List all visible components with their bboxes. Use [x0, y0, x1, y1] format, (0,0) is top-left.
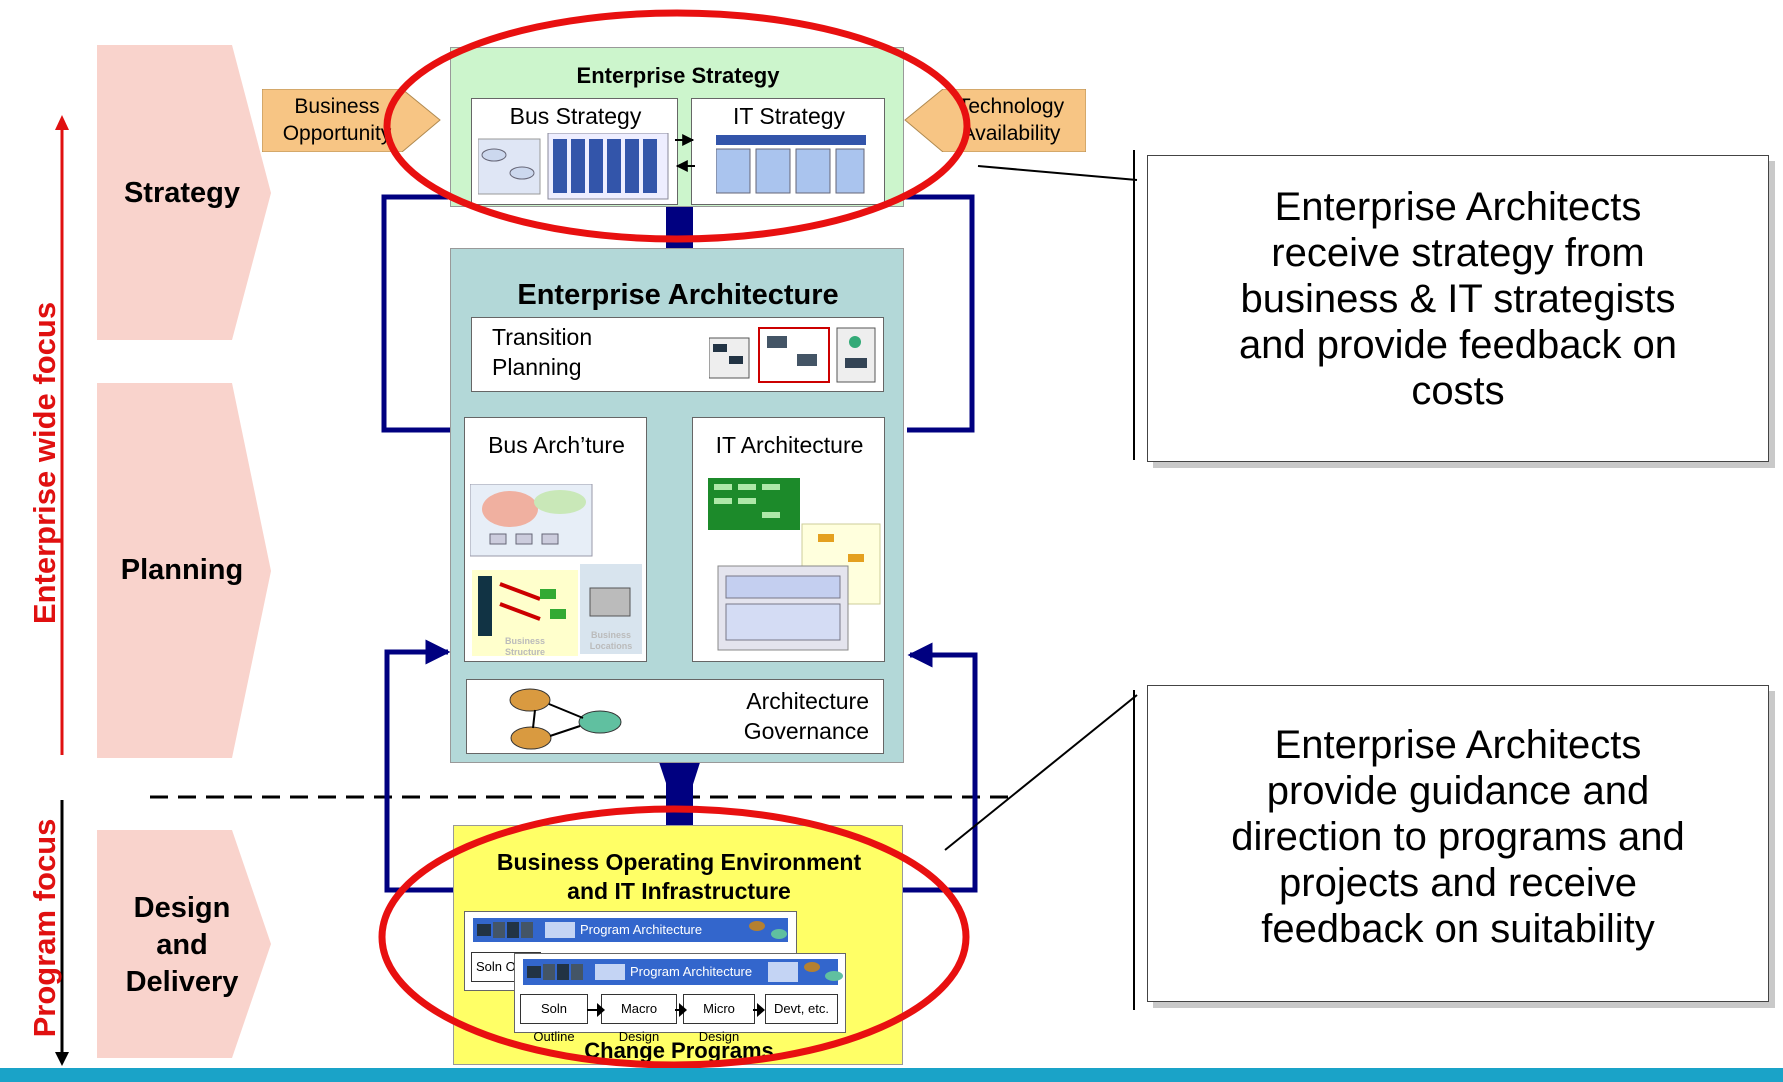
bottom-bar: [0, 1068, 1783, 1082]
phase-design-delivery-line-1: Design: [133, 892, 231, 924]
delivery-callout: Enterprise Architects provide guidance a…: [1147, 685, 1769, 1002]
business-opportunity-line-1: Business: [294, 95, 380, 118]
stage-soln-outline: Soln Outline: [520, 994, 588, 1044]
phase-planning-label: Planning: [120, 554, 244, 586]
bus-architecture-thumbnail: [470, 484, 642, 656]
it-strategy-label: IT Strategy: [732, 103, 846, 129]
operating-environment-title-line-2: and IT Infrastructure: [567, 878, 791, 904]
delivery-callout-line-2: provide guidance and: [1266, 769, 1650, 813]
delivery-callout-line-1: Enterprise Architects: [1274, 723, 1642, 767]
business-locations-line-1: Business: [590, 630, 632, 640]
program-architecture-label-back: Program Architecture: [580, 922, 703, 937]
phase-planning: Planning: [97, 383, 271, 758]
delivery-callout-line-4: projects and receive: [1279, 861, 1637, 905]
phase-strategy: Strategy: [97, 45, 271, 340]
enterprise-strategy-title: Enterprise Strategy: [576, 63, 780, 88]
governance-thumbnail: [509, 688, 622, 750]
technology-availability-line-2: Availability: [961, 122, 1061, 145]
technology-availability-line-1: Technology: [957, 95, 1065, 118]
transition-planning-panel: Transition Planning: [471, 317, 884, 392]
operating-environment-box: Business Operating Environment and IT In…: [453, 825, 903, 1065]
strategy-callout-line-3: business & IT strategists: [1240, 277, 1676, 321]
strategy-callout: Enterprise Architects receive strategy f…: [1147, 155, 1769, 462]
program-focus-label: Program focus: [27, 818, 62, 1038]
enterprise-architecture-box: Enterprise Architecture Transition Plann…: [450, 248, 904, 763]
bus-architecture-label: Bus Arch’ture: [488, 432, 625, 458]
phase-design-delivery: Design and Delivery: [97, 830, 271, 1058]
business-structure-line-1: Business: [504, 636, 546, 646]
program-architecture-label-front: Program Architecture: [630, 964, 753, 979]
enterprise-focus-arrow: [55, 115, 69, 755]
strategy-callout-bracket: [1133, 150, 1135, 460]
bus-architecture-panel: Bus Arch’ture Business Structure Busines…: [464, 417, 647, 662]
left-guidance-loop: [384, 639, 455, 893]
it-architecture-panel: IT Architecture: [692, 417, 885, 662]
right-feedback-loop: [902, 194, 975, 433]
stage-flow-arrows: [587, 1003, 765, 1017]
it-architecture-thumbnail: [708, 478, 881, 651]
architecture-governance-panel: Architecture Governance: [466, 679, 884, 754]
technology-availability-arrow: Technology Availability: [903, 89, 1086, 152]
right-guidance-loop: [903, 642, 978, 893]
program-card-front: Program Architecture Soln Outline Macro …: [514, 953, 846, 1044]
business-opportunity-line-2: Opportunity: [282, 122, 392, 145]
enterprise-architecture-title: Enterprise Architecture: [517, 279, 839, 311]
architecture-governance-line-2: Governance: [743, 718, 869, 744]
phase-strategy-label: Strategy: [123, 177, 241, 209]
change-programs-label: Change Programs: [584, 1038, 774, 1063]
bus-strategy-thumbnail: [478, 133, 669, 200]
strategy-callout-line-1: Enterprise Architects: [1274, 185, 1642, 229]
enterprise-wide-focus-label: Enterprise wide focus: [27, 301, 62, 625]
strategy-callout-line-4: and provide feedback on: [1238, 323, 1678, 367]
bottom-callout-pointer: [944, 694, 1138, 851]
bus-strategy-label: Bus Strategy: [509, 103, 642, 129]
strategy-exchange-arrows: [675, 134, 695, 172]
operating-environment-title-line-1: Business Operating Environment: [496, 849, 862, 875]
it-strategy-thumbnail: [716, 135, 866, 194]
transition-planning-line-1: Transition: [492, 324, 593, 350]
business-locations-line-2: Locations: [589, 641, 633, 651]
business-opportunity-arrow: Business Opportunity: [262, 89, 442, 152]
top-callout-pointer: [977, 165, 1138, 181]
transition-planning-thumbnail: [709, 327, 876, 383]
architecture-governance-line-1: Architecture: [746, 688, 869, 714]
stage-devt-etc: Devt, etc.: [765, 994, 838, 1024]
transition-planning-line-2: Planning: [492, 354, 582, 380]
strategy-callout-line-5: costs: [1411, 369, 1505, 413]
bus-strategy-panel: Bus Strategy: [471, 98, 678, 205]
phase-design-delivery-line-3: Delivery: [125, 966, 239, 998]
delivery-callout-bracket: [1133, 690, 1135, 1010]
business-structure-line-2: Structure: [504, 647, 545, 657]
program-focus-arrow: [55, 800, 69, 1066]
enterprise-strategy-box: Enterprise Strategy Bus Strategy IT Stra…: [450, 47, 904, 207]
phase-design-delivery-line-2: and: [156, 929, 208, 961]
it-strategy-panel: IT Strategy: [691, 98, 885, 205]
delivery-callout-line-5: feedback on suitability: [1261, 907, 1655, 951]
it-architecture-label: IT Architecture: [715, 432, 864, 458]
delivery-callout-line-3: direction to programs and: [1231, 815, 1685, 859]
strategy-callout-line-2: receive strategy from: [1271, 231, 1645, 275]
left-feedback-loop: [381, 194, 453, 433]
